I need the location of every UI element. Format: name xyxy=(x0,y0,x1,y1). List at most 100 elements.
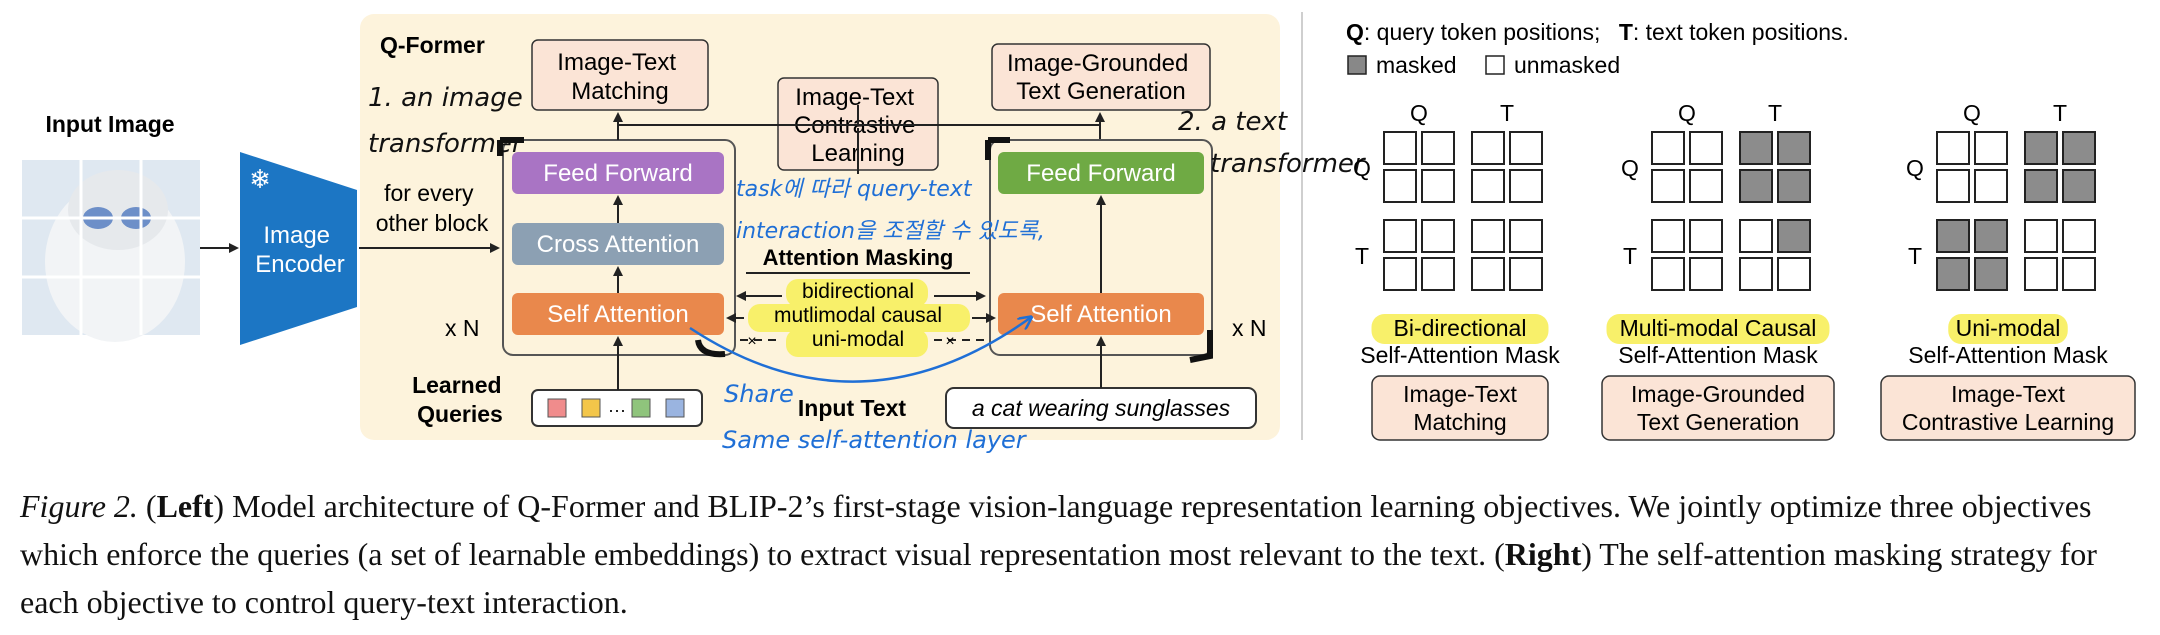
caption-left-tag: Left xyxy=(156,488,214,524)
mask-axis-q: Q xyxy=(1963,100,1981,126)
query-token xyxy=(631,398,651,418)
self-attention-right-label: Self Attention xyxy=(1030,301,1171,328)
mask-cell-unmasked xyxy=(1383,219,1417,253)
mask-cell-unmasked xyxy=(1689,131,1723,165)
mask-cell-masked xyxy=(1777,169,1811,203)
mask-objective-line2: Contrastive Learning xyxy=(1902,409,2114,435)
mask-cell-masked xyxy=(2062,131,2096,165)
mask-axis-q: Q xyxy=(1906,155,1924,181)
attention-masking-title: Attention Masking xyxy=(763,245,954,270)
mask-objective-box xyxy=(1880,375,2136,441)
mask-name: Bi-directional xyxy=(1394,315,1527,341)
mask-cell-unmasked xyxy=(2062,257,2096,291)
mask-cell-unmasked xyxy=(1739,257,1773,291)
qformer-title: Q-Former xyxy=(380,32,485,58)
itm-objective-label: Image-Text Matching xyxy=(557,49,682,105)
self-attention-right xyxy=(998,293,1204,335)
legend-line: Q: query token positions; T: text token … xyxy=(1346,19,1849,45)
mask-cell-unmasked xyxy=(1509,257,1543,291)
input-image-label: Input Image xyxy=(45,111,174,137)
mask-subtitle: Self-Attention Mask xyxy=(1360,342,1560,368)
mask-cell-unmasked xyxy=(1509,219,1543,253)
query-dots: ··· xyxy=(608,400,626,420)
mask-axis-q: Q xyxy=(1410,100,1428,126)
mask-cell-unmasked xyxy=(1651,131,1685,165)
mask-cell-unmasked xyxy=(1509,169,1543,203)
mask-cell-unmasked xyxy=(1974,169,2008,203)
mask-cell-unmasked xyxy=(1471,219,1505,253)
mask-option-bidirectional: bidirectional xyxy=(802,280,914,303)
cross-attention-label: Cross Attention xyxy=(537,231,700,258)
cross-attention xyxy=(512,223,724,265)
mask-objective-line1: Image-Text xyxy=(1403,381,1517,407)
mask-axis-t: T xyxy=(2053,100,2067,126)
mask-cell-masked xyxy=(2024,131,2058,165)
xn-right: x N xyxy=(1232,315,1267,341)
caption-left-text: ) Model architecture of Q-Former and BLI… xyxy=(20,488,2092,572)
caption-right-tag: Right xyxy=(1504,536,1582,572)
mask-cell-masked xyxy=(2024,169,2058,203)
query-token xyxy=(547,398,567,418)
mask-cell-masked xyxy=(1739,169,1773,203)
self-attention-left-label: Self Attention xyxy=(547,301,688,328)
mask-cell-unmasked xyxy=(1651,169,1685,203)
mask-cell-masked xyxy=(1777,219,1811,253)
mask-cell-unmasked xyxy=(1421,131,1455,165)
mask-axis-t: T xyxy=(1500,100,1514,126)
mask-cell-masked xyxy=(1936,257,1970,291)
mask-name: Multi-modal Causal xyxy=(1620,315,1817,341)
mask-axis-t: T xyxy=(1908,243,1922,269)
mask-cell-unmasked xyxy=(1421,219,1455,253)
mask-cell-unmasked xyxy=(1936,169,1970,203)
itg-objective-box xyxy=(991,43,1211,111)
mask-subtitle: Self-Attention Mask xyxy=(1618,342,1818,368)
snowflake-icon: ❄ xyxy=(249,164,271,194)
mask-cell-masked xyxy=(1974,257,2008,291)
mask-cell-unmasked xyxy=(1651,219,1685,253)
annotation-korean: task에 따라 query-text interaction을 조절할 수 있… xyxy=(736,177,1045,244)
for-every-other-block: for every other block xyxy=(376,180,489,236)
annotation-transformer-2: 2. a text transformer xyxy=(1178,107,1367,179)
mask-axis-q: Q xyxy=(1678,100,1696,126)
mask-cell-unmasked xyxy=(1739,219,1773,253)
mask-name: Uni-modal xyxy=(1956,315,2061,341)
mask-cell-unmasked xyxy=(1651,257,1685,291)
feed-forward-left xyxy=(512,152,724,194)
mask-cell-masked xyxy=(1739,131,1773,165)
mask-axis-t: T xyxy=(1623,243,1637,269)
self-attention-left xyxy=(512,293,724,335)
query-token xyxy=(665,398,685,418)
mask-cell-masked xyxy=(1936,219,1970,253)
mask-objective-line2: Text Generation xyxy=(1637,409,1799,435)
mask-cell-unmasked xyxy=(1383,169,1417,203)
figure-label: Figure 2. xyxy=(20,488,138,524)
mask-objective-line1: Image-Grounded xyxy=(1631,381,1805,407)
share-arrow xyxy=(689,318,1030,383)
mask-cell-unmasked xyxy=(1936,131,1970,165)
input-image xyxy=(22,160,200,342)
mask-block-mark: × xyxy=(945,333,954,350)
mask-cell-unmasked xyxy=(1974,131,2008,165)
mask-cell-unmasked xyxy=(2024,257,2058,291)
image-encoder xyxy=(240,152,357,345)
mask-cell-unmasked xyxy=(1383,131,1417,165)
mask-cell-unmasked xyxy=(1471,131,1505,165)
mask-cell-unmasked xyxy=(2062,219,2096,253)
learned-queries-label: Learned Queries xyxy=(412,372,508,427)
legend-unmasked-label: unmasked xyxy=(1514,52,1620,78)
mask-cell-unmasked xyxy=(1689,257,1723,291)
legend-masked-swatch xyxy=(1347,55,1367,75)
mask-option-unimodal: uni-modal xyxy=(812,328,904,351)
mask-subtitle: Self-Attention Mask xyxy=(1908,342,2108,368)
figure: Input Image ❄ Image Encoder Q-Former for… xyxy=(22,12,2136,454)
mask-cell-unmasked xyxy=(1471,257,1505,291)
mask-cell-unmasked xyxy=(1421,257,1455,291)
legend-unmasked-swatch xyxy=(1485,55,1505,75)
highlight-unimodal xyxy=(786,329,928,357)
highlight-bidirectional xyxy=(786,279,928,307)
mask-option-multimodal: mutlimodal causal xyxy=(774,304,942,327)
feed-forward-left-label: Feed Forward xyxy=(543,160,692,187)
mask-axis-q: Q xyxy=(1353,155,1371,181)
mask-name-highlight xyxy=(1948,314,2068,344)
